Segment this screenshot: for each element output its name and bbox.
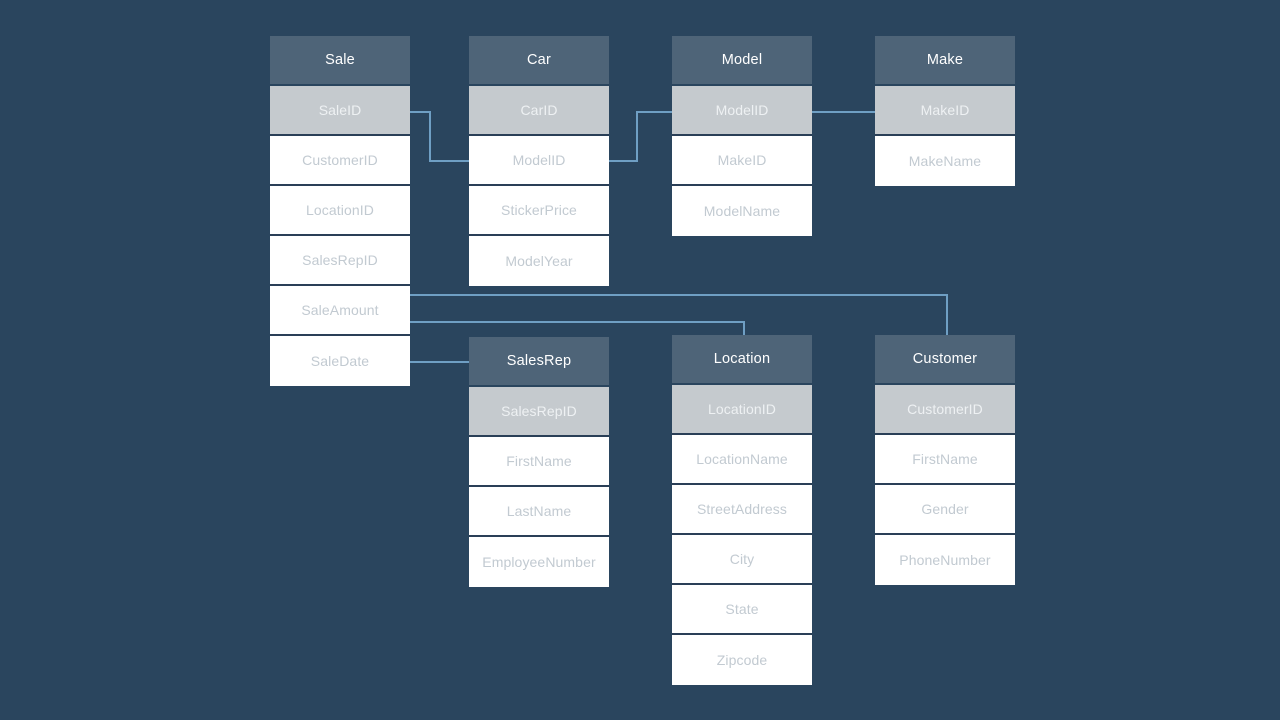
entity-header-sale: Sale [270, 36, 410, 86]
primary-key-row-salesrep-0[interactable]: SalesRepID [469, 387, 609, 437]
field-row-location-4[interactable]: State [672, 585, 812, 635]
relationship-connector-sale-car [404, 111, 469, 162]
field-row-sale-1[interactable]: CustomerID [270, 136, 410, 186]
entity-header-customer: Customer [875, 335, 1015, 385]
entity-header-location: Location [672, 335, 812, 385]
field-row-location-1[interactable]: LocationName [672, 435, 812, 485]
field-row-location-3[interactable]: City [672, 535, 812, 585]
entity-header-car: Car [469, 36, 609, 86]
field-row-sale-4[interactable]: SaleAmount [270, 286, 410, 336]
field-row-customer-2[interactable]: Gender [875, 485, 1015, 535]
primary-key-row-location-0[interactable]: LocationID [672, 385, 812, 435]
field-row-model-1[interactable]: MakeID [672, 136, 812, 186]
entity-header-make: Make [875, 36, 1015, 86]
primary-key-row-make-0[interactable]: MakeID [875, 86, 1015, 136]
field-row-make-1[interactable]: MakeName [875, 136, 1015, 186]
primary-key-row-model-0[interactable]: ModelID [672, 86, 812, 136]
field-row-car-1[interactable]: ModelID [469, 136, 609, 186]
field-row-location-5[interactable]: Zipcode [672, 635, 812, 685]
field-row-salesrep-1[interactable]: FirstName [469, 437, 609, 487]
field-row-sale-5[interactable]: SaleDate [270, 336, 410, 386]
field-row-location-2[interactable]: StreetAddress [672, 485, 812, 535]
field-row-car-3[interactable]: ModelYear [469, 236, 609, 286]
field-row-sale-2[interactable]: LocationID [270, 186, 410, 236]
field-row-car-2[interactable]: StickerPrice [469, 186, 609, 236]
relationship-connector-sale-location [404, 321, 745, 335]
field-row-model-2[interactable]: ModelName [672, 186, 812, 236]
field-row-salesrep-2[interactable]: LastName [469, 487, 609, 537]
field-row-salesrep-3[interactable]: EmployeeNumber [469, 537, 609, 587]
primary-key-row-sale-0[interactable]: SaleID [270, 86, 410, 136]
entity-header-model: Model [672, 36, 812, 86]
primary-key-row-car-0[interactable]: CarID [469, 86, 609, 136]
relationship-connector-car-model [604, 111, 672, 162]
field-row-customer-1[interactable]: FirstName [875, 435, 1015, 485]
relationship-connector-sale-customer [404, 294, 948, 335]
primary-key-row-customer-0[interactable]: CustomerID [875, 385, 1015, 435]
entity-header-salesrep: SalesRep [469, 337, 609, 387]
field-row-sale-3[interactable]: SalesRepID [270, 236, 410, 286]
field-row-customer-3[interactable]: PhoneNumber [875, 535, 1015, 585]
